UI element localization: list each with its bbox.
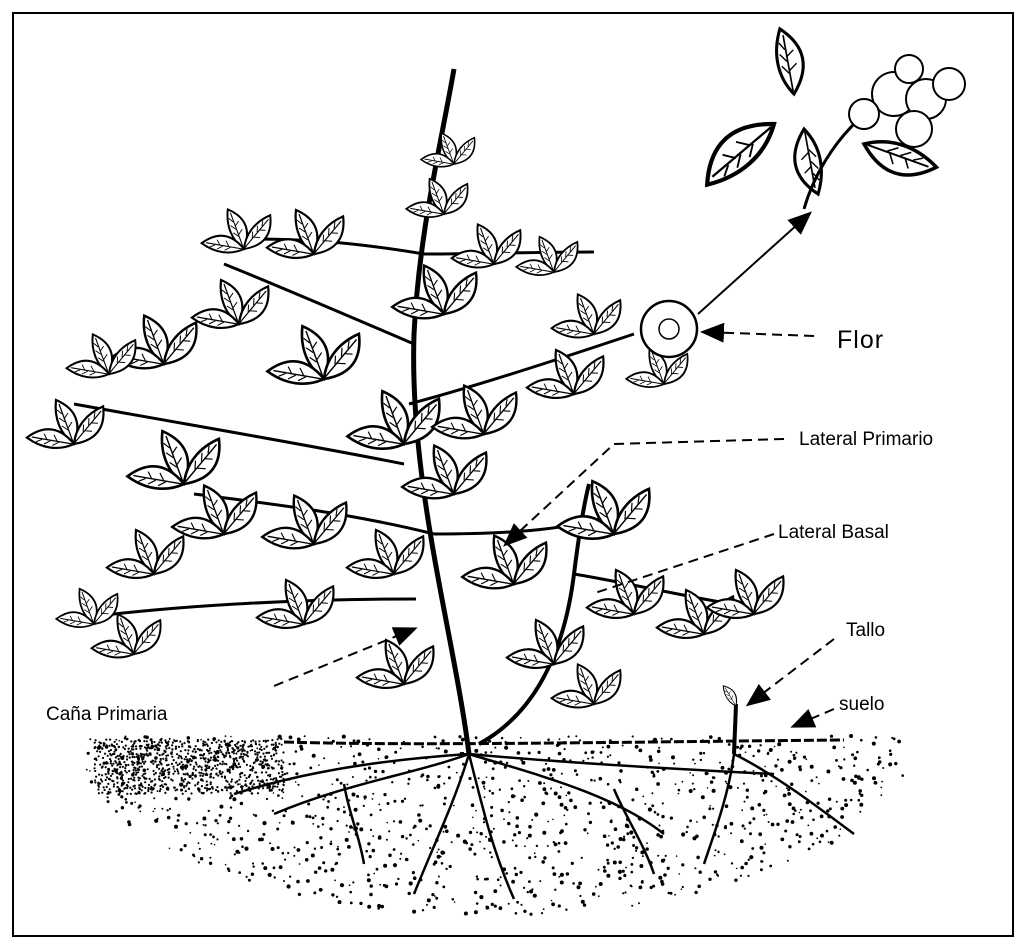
label-tallo: Tallo — [846, 620, 885, 642]
label-cana-primaria: Caña Primaria — [46, 704, 167, 726]
label-suelo: suelo — [839, 694, 884, 716]
enlarged-flower — [693, 29, 965, 209]
label-lateral-basal: Lateral Basal — [778, 522, 889, 544]
label-flor: Flor — [837, 326, 884, 355]
plant-illustration — [14, 14, 1012, 935]
label-lateral-primario: Lateral Primario — [799, 429, 933, 451]
diagram-frame: Flor Lateral Primario Lateral Basal Tall… — [12, 12, 1014, 937]
